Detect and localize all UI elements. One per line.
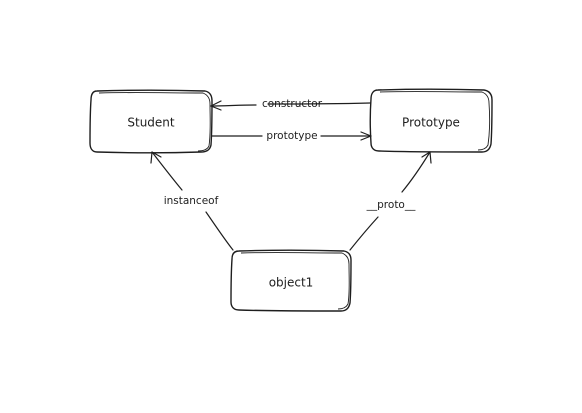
edge-instanceof-arrowhead [150,151,162,164]
edge-instanceof-line [151,151,234,251]
node-prototype-border [369,88,493,153]
node-object1-border-sketch [240,252,350,310]
edge-proto-label: __proto__ [366,199,416,211]
node-prototype-label: Prototype [402,116,460,130]
edge-constructor-arrowhead [210,100,222,111]
edge-prototype-label: prototype [266,130,317,142]
edge-constructor-line [210,102,371,107]
node-student: Student [89,89,213,154]
edge-instanceof-label: instanceof [164,195,219,207]
node-object1-border [230,249,352,312]
edge-constructor-label: constructor [262,98,323,110]
edge-proto-line [349,151,431,251]
edge-proto: __proto__ [349,151,432,251]
node-prototype: Prototype [369,88,493,153]
node-object1: object1 [230,249,352,312]
node-prototype-border-sketch [379,91,491,151]
node-object1-label: object1 [269,276,314,290]
edge-proto-arrowhead [421,151,432,164]
edge-instanceof: instanceof [150,151,234,251]
node-student-label: Student [127,116,175,130]
node-student-border-sketch [98,92,211,152]
node-student-border [89,89,213,154]
edge-prototype: prototype [211,130,372,142]
edge-prototype-arrowhead [360,131,372,141]
edge-constructor: constructor [210,98,371,111]
